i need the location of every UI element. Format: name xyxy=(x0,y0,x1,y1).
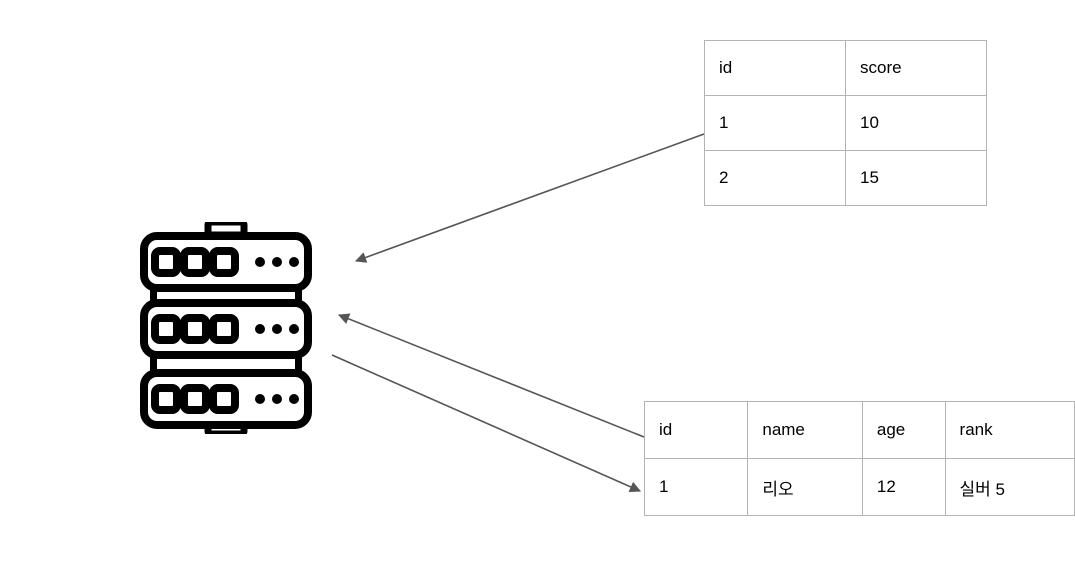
server-indicator-square xyxy=(209,314,239,344)
user-table-header-name: name xyxy=(747,401,863,459)
server-status-dot xyxy=(272,324,282,334)
score-table-cell-score: 15 xyxy=(845,150,987,206)
server-status-dot xyxy=(255,324,265,334)
server-status-dot xyxy=(272,394,282,404)
server-to-user-table-arrow xyxy=(331,354,642,493)
table-row: 2 15 xyxy=(704,150,987,206)
server-unit-1 xyxy=(140,232,312,292)
server-status-dot xyxy=(272,257,282,267)
score-table-header-id: id xyxy=(704,40,846,96)
score-table-to-server-arrow xyxy=(354,133,705,263)
server-status-dot xyxy=(255,394,265,404)
server-status-dot xyxy=(289,324,299,334)
user-table-header-age: age xyxy=(861,401,946,459)
server-indicator-square xyxy=(151,384,181,414)
server-status-dot xyxy=(289,257,299,267)
score-table: id score 1 10 2 15 xyxy=(704,40,987,206)
score-table-cell-score: 10 xyxy=(845,95,987,151)
server-indicator-square xyxy=(180,384,210,414)
user-table-cell-id: 1 xyxy=(643,458,749,516)
table-header-row: id score xyxy=(704,40,987,96)
server-indicator-square xyxy=(180,314,210,344)
database-server-stack-icon xyxy=(140,222,312,434)
server-status-dot xyxy=(289,394,299,404)
table-row: 1 10 xyxy=(704,95,987,151)
score-table-header-score: score xyxy=(845,40,987,96)
user-table-header-rank: rank xyxy=(944,401,1075,459)
server-connector-upper-left xyxy=(150,282,157,306)
server-indicator-square xyxy=(151,314,181,344)
score-table-cell-id: 2 xyxy=(704,150,846,206)
score-table-cell-id: 1 xyxy=(704,95,846,151)
server-indicator-square xyxy=(151,247,181,277)
server-unit-2 xyxy=(140,299,312,359)
server-connector-lower-left xyxy=(150,352,157,376)
user-table-cell-rank: 실버 5 xyxy=(944,458,1075,516)
server-unit-3 xyxy=(140,369,312,429)
user-table-cell-name: 리오 xyxy=(747,458,863,516)
server-indicator-square xyxy=(209,384,239,414)
server-indicator-square xyxy=(209,247,239,277)
table-row: 1 리오 12 실버 5 xyxy=(643,458,1075,516)
user-table-to-server-arrow xyxy=(337,313,645,438)
server-connector-upper-right xyxy=(295,282,302,306)
server-connector-lower-right xyxy=(295,352,302,376)
user-table-header-id: id xyxy=(643,401,749,459)
server-indicator-square xyxy=(180,247,210,277)
user-table-cell-age: 12 xyxy=(861,458,946,516)
table-header-row: id name age rank xyxy=(643,401,1075,459)
user-table: id name age rank 1 리오 12 실버 5 xyxy=(643,401,1075,516)
server-status-dot xyxy=(255,257,265,267)
